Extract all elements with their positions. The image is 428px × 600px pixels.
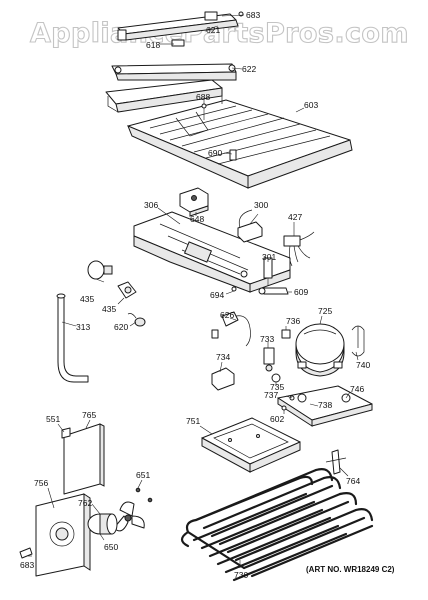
callout-756: 756 <box>34 478 48 488</box>
light-housing-bracket <box>117 11 244 41</box>
light-bulb-435 <box>87 260 113 280</box>
screw-683-bottom <box>19 547 33 559</box>
callout-683-top: 683 <box>246 10 260 20</box>
light-switch-part <box>171 39 185 47</box>
callout-427: 427 <box>288 212 302 222</box>
callout-738: 738 <box>318 400 332 410</box>
compressor-725 <box>295 323 345 377</box>
callout-688: 688 <box>196 92 210 102</box>
callout-618: 618 <box>146 40 160 50</box>
light-socket-435 <box>117 281 137 299</box>
fan-motor-650 <box>87 513 118 535</box>
leader-lines <box>28 14 359 568</box>
screws-651 <box>135 487 153 503</box>
callout-733: 733 <box>260 334 274 344</box>
callout-435b: 435 <box>102 304 116 314</box>
callout-735: 735 <box>270 382 284 392</box>
light-shield <box>111 63 237 81</box>
wire-connector-620 <box>127 313 146 327</box>
defrost-timer-427 <box>283 231 315 267</box>
callout-620: 620 <box>114 322 128 332</box>
callout-651: 651 <box>136 470 150 480</box>
callout-603: 603 <box>304 100 318 110</box>
evaporator-cover-panel <box>127 96 353 189</box>
callout-740: 740 <box>356 360 370 370</box>
callout-313: 313 <box>76 322 90 332</box>
callout-306: 306 <box>144 200 158 210</box>
callout-725: 725 <box>318 306 332 316</box>
callout-734: 734 <box>216 352 230 362</box>
clip-551 <box>61 427 71 439</box>
callout-435a: 435 <box>80 294 94 304</box>
callout-648: 648 <box>190 214 204 224</box>
relay-626 <box>211 311 251 347</box>
drain-tube-313 <box>56 293 89 383</box>
damper-control-300 <box>237 209 263 243</box>
screw-694 <box>231 286 237 292</box>
callout-690: 690 <box>208 148 222 158</box>
callout-683-bottom: 683 <box>20 560 34 570</box>
callout-301: 301 <box>262 252 276 262</box>
control-housing <box>133 211 291 293</box>
callout-626: 626 <box>220 310 234 320</box>
fan-blade-762 <box>113 501 145 532</box>
callout-762: 762 <box>78 498 92 508</box>
callout-622: 622 <box>242 64 256 74</box>
bracket-764 <box>325 449 347 475</box>
callout-621: 621 <box>206 25 220 35</box>
callout-300: 300 <box>254 200 268 210</box>
callout-751: 751 <box>186 416 200 426</box>
grommet-736 <box>281 329 291 339</box>
drain-pan-751 <box>201 417 301 473</box>
callout-737: 737 <box>264 390 278 400</box>
callout-730: 730 <box>234 570 248 580</box>
fan-shroud-756 <box>35 493 91 577</box>
callout-602: 602 <box>270 414 284 424</box>
overload-733 <box>263 347 275 372</box>
callout-551: 551 <box>46 414 60 424</box>
callout-694: 694 <box>210 290 224 300</box>
clip-735 <box>271 373 281 383</box>
callout-736: 736 <box>286 316 300 326</box>
art-number: (ART NO. WR18249 C2) <box>306 565 395 574</box>
socket-609 <box>258 287 289 295</box>
callout-609: 609 <box>294 287 308 297</box>
callout-765: 765 <box>82 410 96 420</box>
thermostat-648 <box>179 187 209 217</box>
clip-740 <box>351 325 365 357</box>
screw-688 <box>201 103 207 120</box>
callout-650: 650 <box>104 542 118 552</box>
screw-602 <box>281 405 287 411</box>
callout-746: 746 <box>350 384 364 394</box>
start-relay-734 <box>211 367 235 391</box>
callout-764: 764 <box>346 476 360 486</box>
callout-labels: 683 621 618 622 688 603 690 306 300 648 … <box>20 10 370 580</box>
condenser-coil-730 <box>180 468 374 582</box>
panel-765 <box>63 423 105 495</box>
screw-690 <box>229 149 237 161</box>
